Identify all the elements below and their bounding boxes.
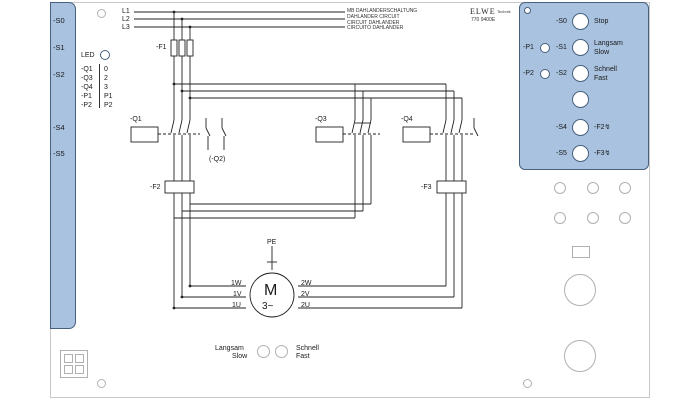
f2-fault-text: -F2↯ <box>594 124 611 131</box>
spare-socket <box>554 212 566 224</box>
slow-text-de: Langsam <box>594 40 623 47</box>
spare-socket <box>587 182 599 194</box>
legend-name-p1: -P1 <box>81 93 92 100</box>
legend-value-q1: 0 <box>104 66 108 73</box>
slow-button[interactable] <box>572 39 589 56</box>
terminal-1v: 1V <box>233 291 242 298</box>
s1-label: -S1 <box>556 44 567 51</box>
fuse-label: -F1 <box>156 44 167 51</box>
display-digit <box>64 354 73 363</box>
spare-socket <box>619 212 631 224</box>
s2-label: -S2 <box>556 70 567 77</box>
motor-phase: 3~ <box>262 301 274 312</box>
display-digit <box>64 365 73 374</box>
indicator-slow-label-de: Langsam <box>215 345 244 352</box>
panel-screw <box>524 7 531 14</box>
rail-label-s1: -S1 <box>53 43 65 52</box>
switch-slot <box>572 246 590 258</box>
terminal-2v: 2V <box>301 291 310 298</box>
contactor-q4-label: -Q4 <box>401 116 413 123</box>
led-legend-title: LED <box>81 52 95 59</box>
terminal-2w: 2W <box>301 280 312 287</box>
part-number: 770 9400E <box>471 17 496 23</box>
line-label-l2: L2 <box>122 16 130 23</box>
fast-text-en: Fast <box>594 75 608 82</box>
mounting-hole <box>97 379 106 388</box>
spare-socket <box>587 212 599 224</box>
spare-button[interactable] <box>572 91 589 108</box>
legend-name-q1: -Q1 <box>81 66 93 73</box>
legend-value-q4: 3 <box>104 84 108 91</box>
line-label-l3: L3 <box>122 24 130 31</box>
brand-logo: ELWE <box>470 7 496 16</box>
terminal-1w: 1W <box>231 280 242 287</box>
fast-text-de: Schnell <box>594 66 617 73</box>
control-panel <box>519 2 649 170</box>
fast-pilot-lamp <box>540 69 550 79</box>
brand-sub: Technik <box>497 9 511 14</box>
terminal-2u: 2U <box>301 302 310 309</box>
indicator-fast-label-de: Schnell <box>296 345 319 352</box>
s4-label: -S4 <box>556 124 567 131</box>
contactor-q1-label: -Q1 <box>130 116 142 123</box>
relay-f3-label: -F3 <box>421 184 432 191</box>
rail-label-s2: -S2 <box>53 70 65 79</box>
spare-socket <box>619 182 631 194</box>
f2-reset-button[interactable] <box>572 119 589 136</box>
rotary-knob-socket <box>564 340 596 372</box>
terminal-1u: 1U <box>232 302 241 309</box>
legend-name-q3: -Q3 <box>81 75 93 82</box>
mounting-hole <box>97 9 106 18</box>
title-block: MB DAHLANDERSCHALTUNG DAHLANDER CIRCUIT … <box>347 8 418 32</box>
legend-name-p2: -P2 <box>81 102 92 109</box>
legend-value-p1: P1 <box>104 93 113 100</box>
rail-label-s5: -S5 <box>53 149 65 158</box>
f3-fault-text: -F3↯ <box>594 150 611 157</box>
pe-label: PE <box>267 239 277 246</box>
left-terminal-rail <box>50 2 76 329</box>
fast-indicator-lamp <box>275 345 288 358</box>
rotary-knob-socket <box>564 274 596 306</box>
title-line-es: CIRCUITO DAHLANDER <box>347 25 404 32</box>
slow-pilot-lamp <box>540 43 550 53</box>
legend-value-q3: 2 <box>104 75 108 82</box>
line-label-l1: L1 <box>122 8 130 15</box>
display-digit <box>75 354 84 363</box>
fast-button[interactable] <box>572 65 589 82</box>
legend-name-q4: -Q4 <box>81 84 93 91</box>
mounting-hole <box>523 379 532 388</box>
p1-label: -P1 <box>523 44 534 51</box>
display-digit <box>75 365 84 374</box>
stop-text: Stop <box>594 18 609 25</box>
slow-indicator-lamp <box>257 345 270 358</box>
s5-label: -S5 <box>556 150 567 157</box>
rail-label-s0: -S0 <box>53 16 65 25</box>
legend-value-p2: P2 <box>104 102 113 109</box>
legend-divider <box>99 64 100 108</box>
stop-button[interactable] <box>572 13 589 30</box>
s0-label: -S0 <box>556 18 567 25</box>
spare-socket <box>554 182 566 194</box>
indicator-slow-label-en: Slow <box>232 353 248 360</box>
indicator-fast-label-en: Fast <box>296 353 310 360</box>
q2-reference-label: (-Q2) <box>209 156 226 163</box>
p2-label: -P2 <box>523 70 534 77</box>
rail-label-s4: -S4 <box>53 123 65 132</box>
title-line-en: DAHLANDER CIRCUIT <box>347 13 400 20</box>
f3-reset-button[interactable] <box>572 145 589 162</box>
legend-led-icon <box>100 50 110 60</box>
title-line-de: MB DAHLANDERSCHALTUNG <box>347 8 418 14</box>
title-line-fr: CIRCUIT DAHLANDER <box>347 19 400 26</box>
motor-symbol: M <box>264 282 278 299</box>
relay-f2-label: -F2 <box>150 184 161 191</box>
contactor-q3-label: -Q3 <box>315 116 327 123</box>
slow-text-en: Slow <box>594 49 610 56</box>
